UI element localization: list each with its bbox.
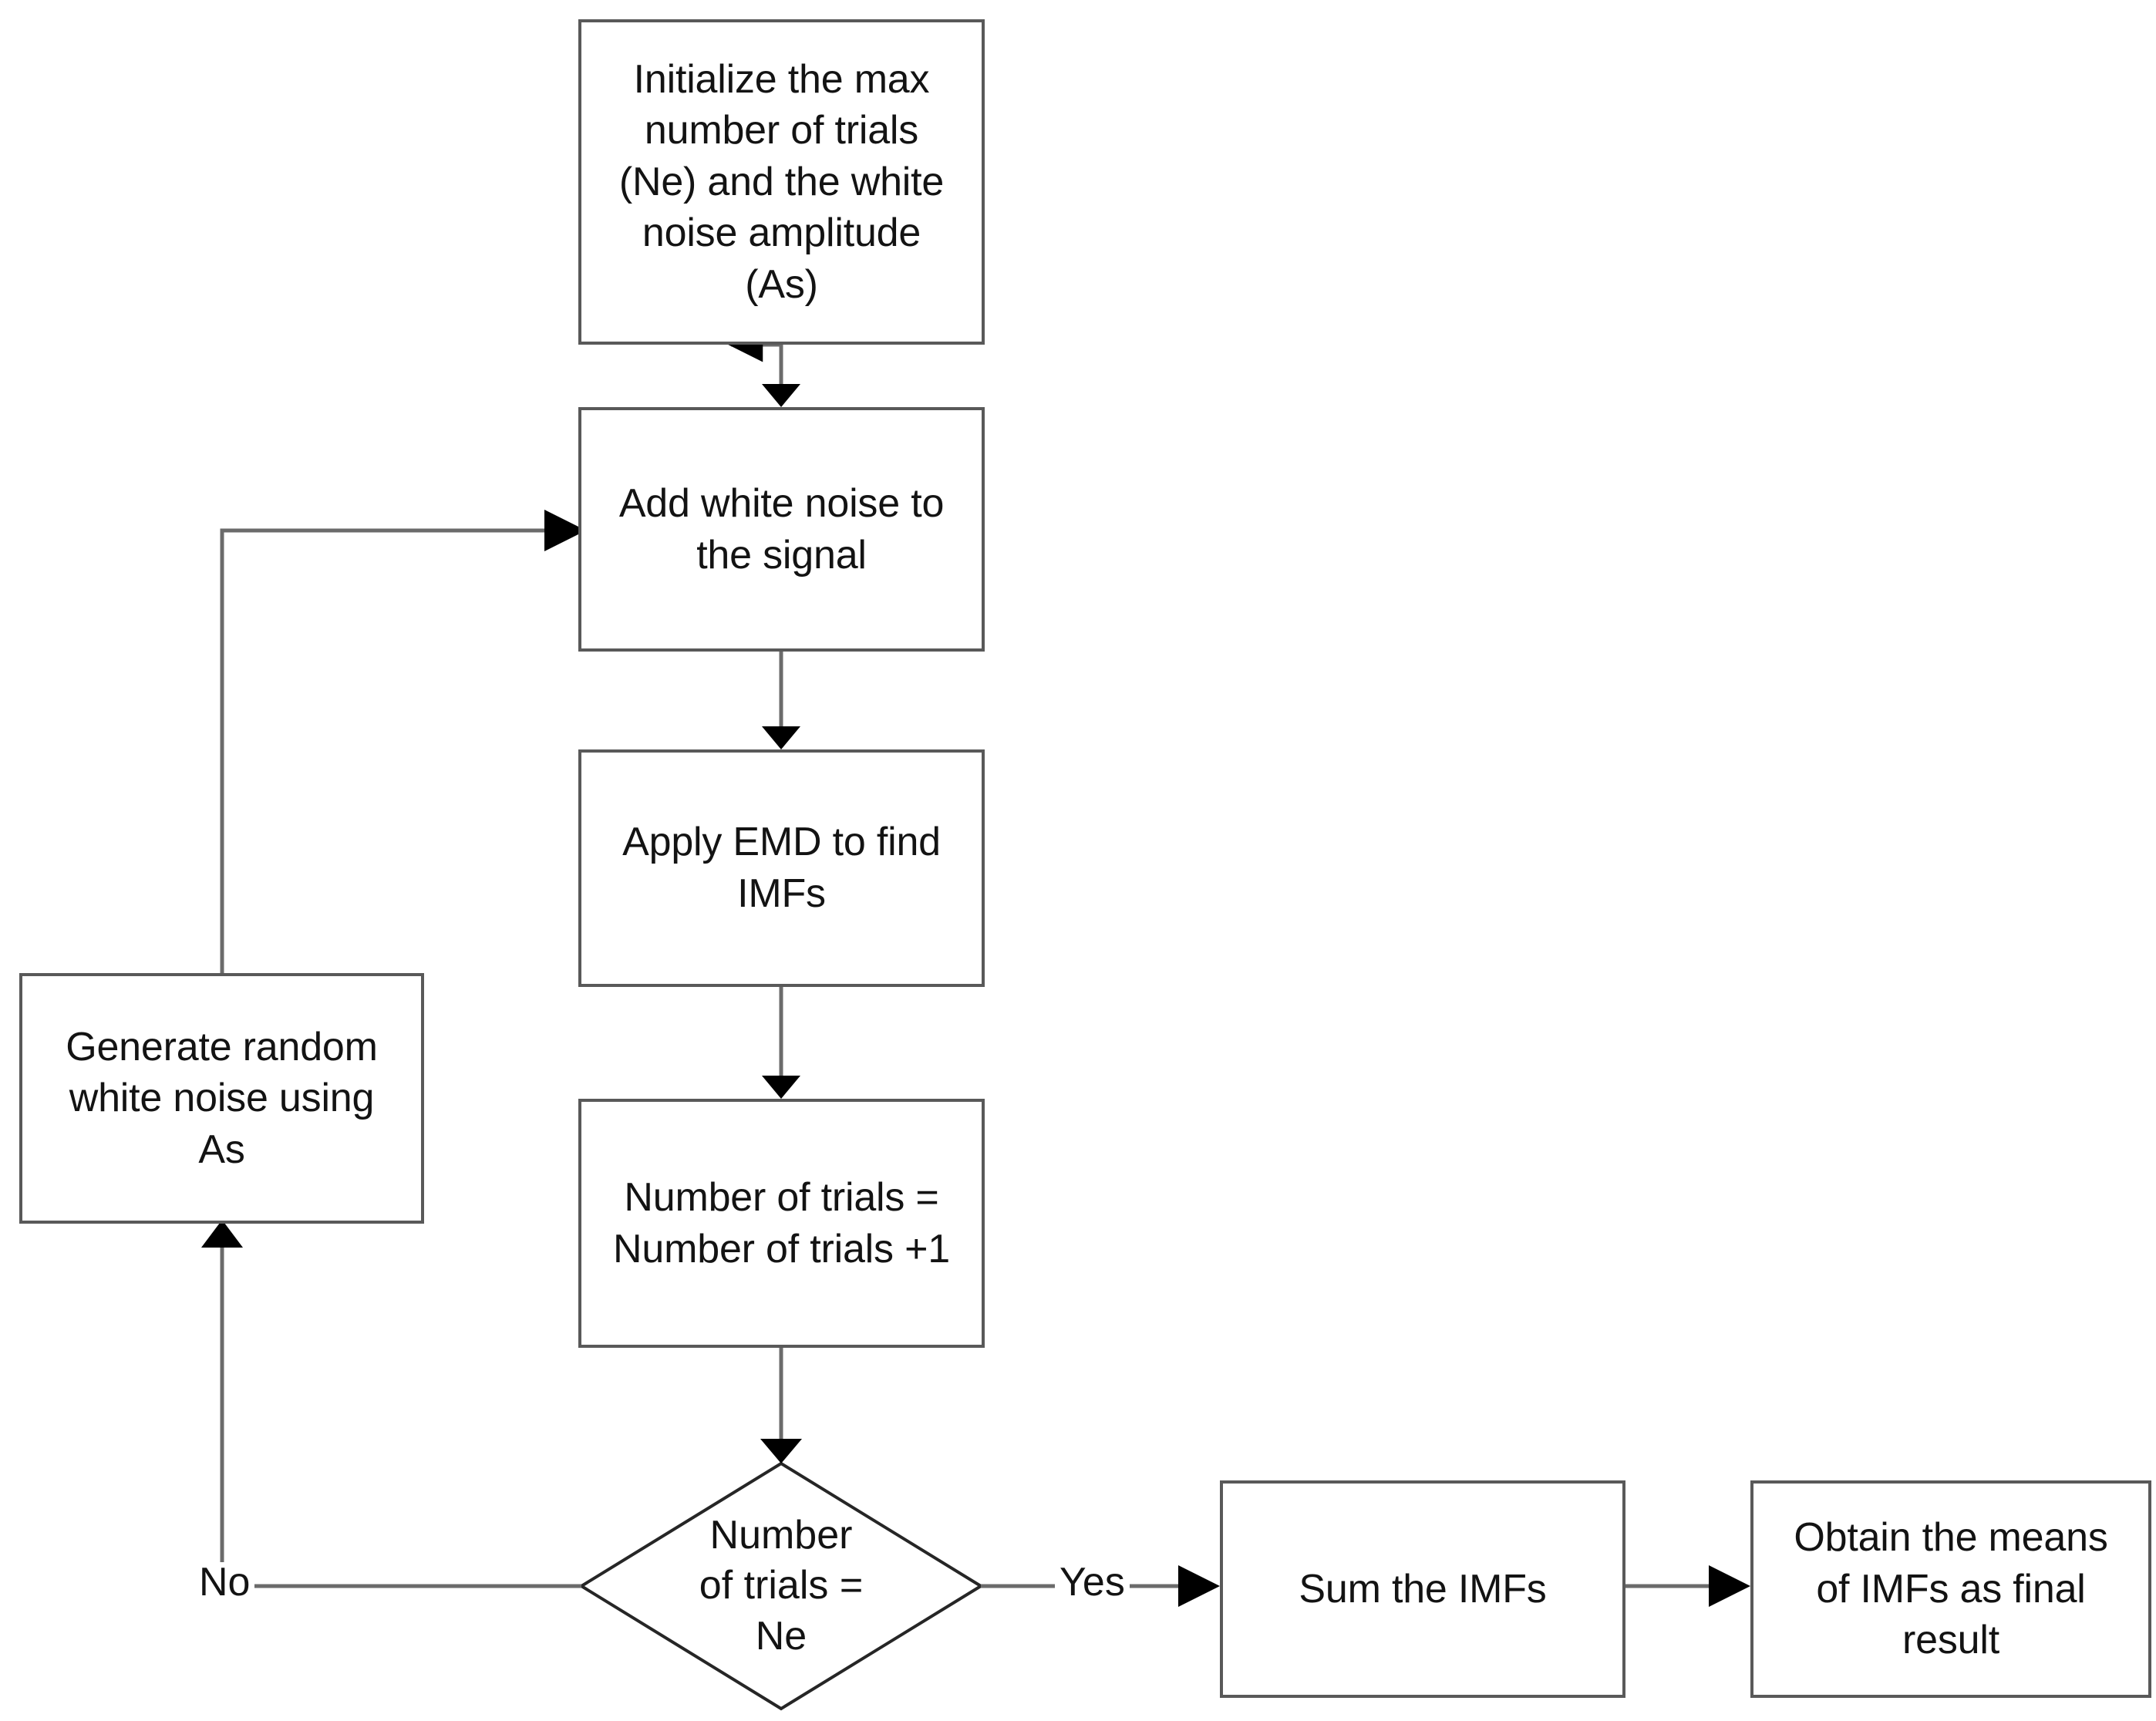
node-sum-imfs-label: Sum the IMFs xyxy=(1299,1566,1547,1612)
arrow-increment-to-decision xyxy=(760,1439,802,1463)
arrow-decision-no-to-generate-noise xyxy=(201,1220,243,1248)
node-obtain-means[interactable]: Obtain the means of IMFs as final result xyxy=(1750,1480,2151,1698)
arrow-generate-noise-to-add-noise xyxy=(544,510,586,551)
edge-label-yes: Yes xyxy=(1055,1562,1130,1602)
node-initialize[interactable]: Initialize the max number of trials (Ne)… xyxy=(578,19,985,345)
node-increment-trials[interactable]: Number of trials = Number of trials +1 xyxy=(578,1099,985,1348)
node-generate-noise[interactable]: Generate random white noise using As xyxy=(19,973,424,1224)
node-check-trials-label: Number of trials = Ne xyxy=(699,1512,864,1659)
arrow-initialize-to-add-noise xyxy=(762,384,800,407)
decision-diamond-shape xyxy=(578,1461,984,1711)
node-generate-noise-label: Generate random white noise using As xyxy=(66,1024,378,1172)
node-add-noise-label: Add white noise to the signal xyxy=(618,480,945,578)
node-add-noise[interactable]: Add white noise to the signal xyxy=(578,407,985,652)
node-apply-emd-label: Apply EMD to find IMFs xyxy=(622,820,941,916)
connector-decision-no-to-generate-noise xyxy=(220,1234,581,1588)
arrow-add-noise-to-apply-emd xyxy=(762,726,800,749)
arrow-decision-yes-to-sum-imfs xyxy=(1178,1565,1220,1607)
node-sum-imfs[interactable]: Sum the IMFs xyxy=(1220,1480,1625,1698)
node-obtain-means-label: Obtain the means of IMFs as final result xyxy=(1794,1515,2108,1663)
node-apply-emd[interactable]: Apply EMD to find IMFs xyxy=(578,749,985,987)
arrow-apply-emd-to-increment xyxy=(762,1076,800,1099)
edge-label-no: No xyxy=(194,1562,255,1602)
node-increment-trials-label: Number of trials = Number of trials +1 xyxy=(613,1174,950,1271)
connector-generate-noise-to-add-noise xyxy=(220,528,559,973)
node-initialize-label: Initialize the max number of trials (Ne)… xyxy=(618,56,945,307)
arrow-sum-imfs-to-obtain-means xyxy=(1709,1565,1750,1607)
node-check-trials[interactable]: Number of trials = Ne xyxy=(581,1463,981,1709)
